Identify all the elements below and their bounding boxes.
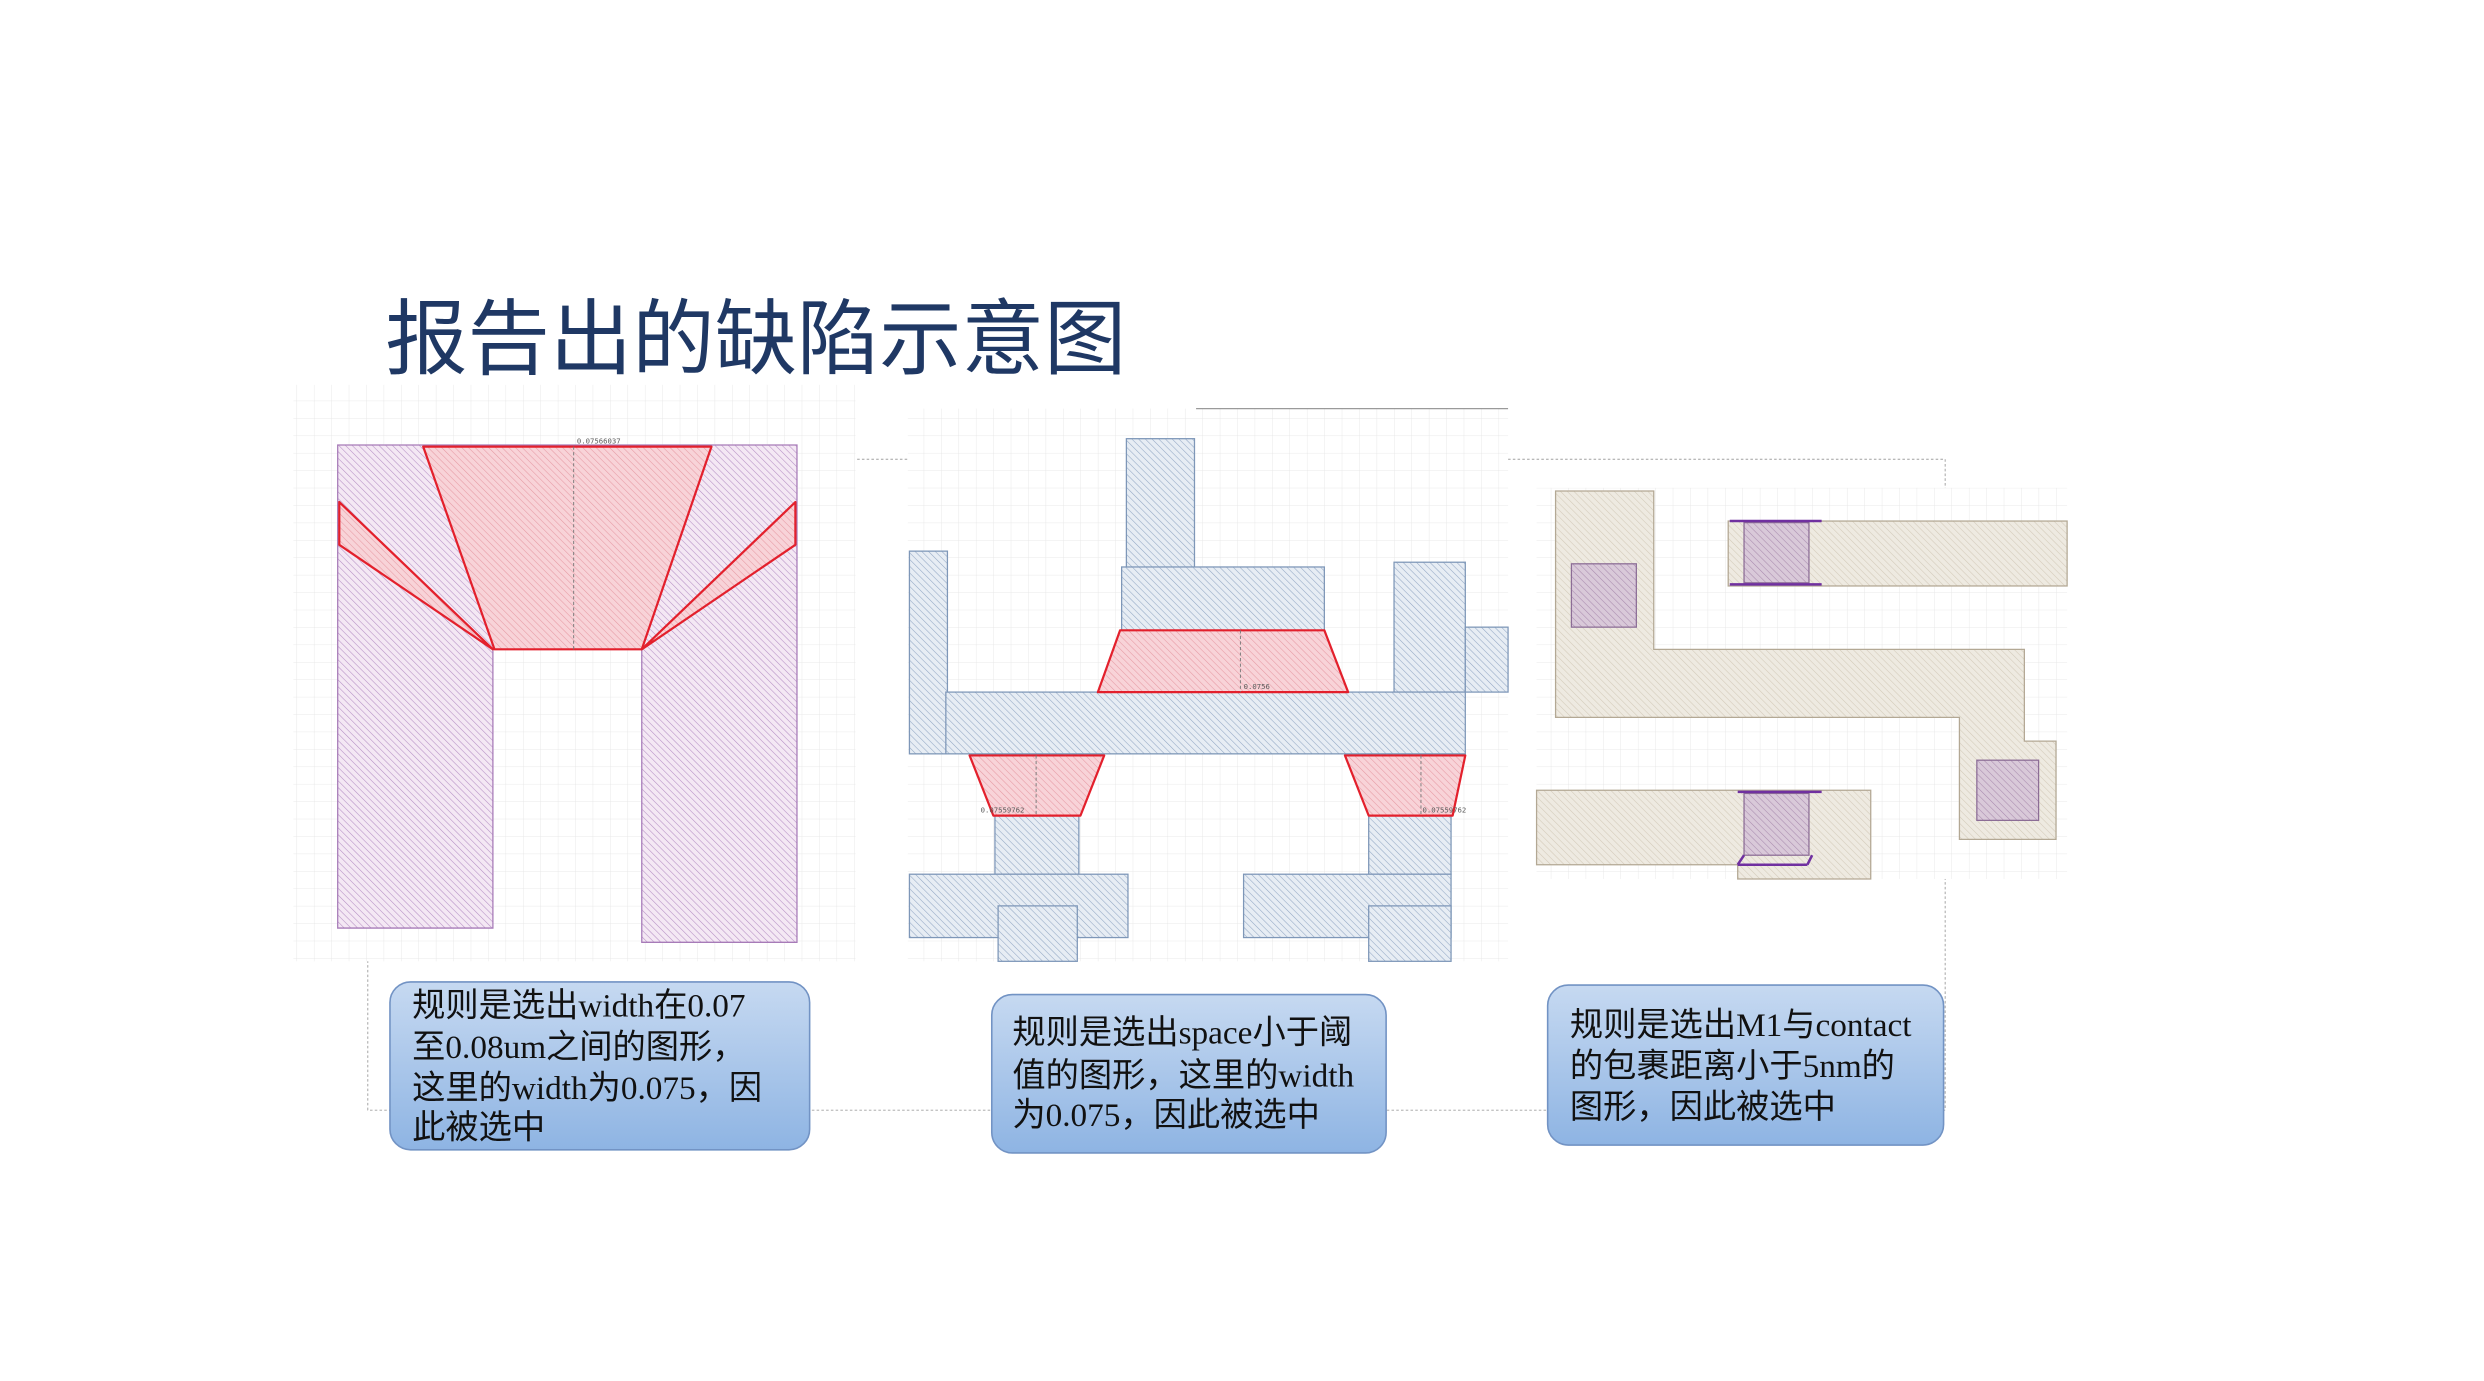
callout-line: 为0.075，因此被选中 [1012,1097,1320,1134]
width-check-panel: 0.07566037 [293,384,856,962]
callout-box [389,981,811,1151]
callout-line: 规则是选出width在0.07 [412,988,745,1025]
callout-box [990,993,1387,1154]
space-measure-label-center: 0.0756 [1244,682,1270,691]
callout-line: 规则是选出M1与contact [1570,1007,1912,1044]
defect-space-center [1096,629,1350,694]
page-title: 报告出的缺陷示意图 [385,292,1126,387]
callout-line: 此被选中 [412,1110,545,1147]
poly-tower-top [1125,438,1196,571]
defect-triangle-right [640,500,797,651]
defect-triangle-left [338,500,495,651]
poly-right-tower [1393,561,1466,693]
enclosure-check-panel [1535,487,2068,880]
callout-enclosure-rule: 规则是选出M1与contact 的包裹距离小于5nm的 图形，因此被选中 [1546,984,1945,1146]
enclosure-defect-markers-bottom [1736,790,1822,866]
defect-space-right [1343,754,1467,817]
poly-right-stub [1464,626,1509,693]
space-measure-label-left: 0.07559762 [981,805,1025,814]
callout-width-rule: 规则是选出width在0.07 至0.08um之间的图形， 这里的width为0… [389,981,811,1151]
callout-line: 的包裹距离小于5nm的 [1570,1048,1895,1085]
contact-square-bottom-defect [1743,792,1810,856]
poly-block-top [1121,566,1325,631]
callout-space-rule: 规则是选出space小于阈 值的图形，这里的width 为0.075，因此被选中 [990,993,1387,1154]
callout-line: 规则是选出space小于阈 [1012,1015,1352,1052]
poly-lower-left-neck [994,814,1080,875]
m1-l-shape [1554,490,2057,841]
callout-line: 这里的width为0.075，因 [412,1070,762,1107]
contact-square-right [1976,759,2040,821]
contact-square-top-defect [1743,521,1810,584]
defect-space-left [968,754,1106,817]
poly-main-bar [945,691,1466,755]
callout-box [1546,984,1945,1146]
enclosure-defect-markers-top [1729,519,1822,586]
space-measure-label-right: 0.07559762 [1423,805,1467,814]
callout-line: 图形，因此被选中 [1570,1089,1836,1126]
width-measure-label: 0.07566037 [577,436,621,445]
callout-line: 至0.08um之间的图形， [412,1029,745,1066]
contact-square-left [1570,563,1637,628]
callout-line: 值的图形，这里的width [1012,1057,1354,1094]
poly-left-bar [908,550,949,755]
poly-lower-right-neck [1368,814,1452,875]
space-check-panel: 0.0756 0.07559762 0.07559762 [907,407,1509,962]
poly-lower-left-box [997,905,1078,962]
poly-lower-right-box [1368,905,1452,962]
